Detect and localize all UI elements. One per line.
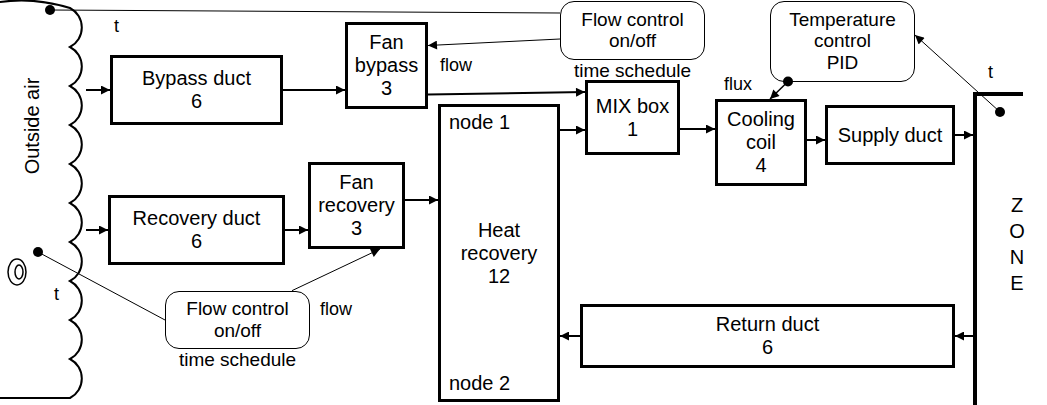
controller-box: Flow control on/offtime schedule xyxy=(560,1,705,60)
cloud-swirl xyxy=(15,265,23,279)
schedule-label: time schedule xyxy=(179,349,296,371)
flow-connector xyxy=(405,199,438,201)
sensor-dot xyxy=(995,107,1005,117)
component-name: Return duct xyxy=(716,313,819,336)
signal-label: t xyxy=(112,16,121,37)
component-name: Recovery duct xyxy=(133,207,261,230)
flow-connector xyxy=(283,89,345,91)
flow-connector xyxy=(285,229,308,231)
mix-box: MIX box1 xyxy=(585,80,680,155)
cloud-outline xyxy=(0,0,88,402)
component-name: MIX box xyxy=(596,95,669,118)
duct-box: Bypass duct6 xyxy=(110,55,283,125)
flow-connector xyxy=(955,134,973,136)
flow-connector xyxy=(807,139,825,141)
fan-box: Fan recovery3 xyxy=(308,162,405,249)
controller-box: Flow control on/offtime schedule xyxy=(165,291,310,350)
outside-air-cloud: Outside air xyxy=(0,0,88,402)
cloud-swirl xyxy=(8,259,26,285)
duct-box: Return duct6 xyxy=(580,304,955,368)
port-label: node 2 xyxy=(449,372,510,395)
port-label: node 1 xyxy=(449,111,510,134)
flow-connector xyxy=(428,92,585,95)
component-name: Cooling coil xyxy=(722,108,800,154)
duct-box: Supply duct xyxy=(825,105,955,165)
flow-connector xyxy=(915,35,1000,112)
cloud-path xyxy=(0,0,82,398)
zone-wall: ZONE xyxy=(973,92,1023,405)
flow-connector xyxy=(86,229,108,231)
source-label: Outside air xyxy=(21,78,44,175)
heat-recovery-box: node 1 Heat recovery12 node 2 xyxy=(438,104,560,402)
coil-box: Cooling coil4 xyxy=(715,99,807,186)
component-name: Supply duct xyxy=(838,124,943,147)
flow-connector xyxy=(428,39,560,46)
flow-connector xyxy=(955,335,973,337)
flow-connector xyxy=(292,249,380,291)
component-name: Fan recovery xyxy=(315,171,398,217)
component-count: 4 xyxy=(755,154,766,177)
signal-label: flux xyxy=(722,74,754,95)
fan-box: Fan bypass3 xyxy=(345,22,428,109)
schedule-label: time schedule xyxy=(574,60,691,82)
component-count: 1 xyxy=(627,118,638,141)
flow-connector xyxy=(560,335,580,337)
signal-label: flow xyxy=(438,55,474,76)
sensor-dot xyxy=(33,247,43,257)
signal-label: flow xyxy=(318,299,354,320)
zone-label: ZONE xyxy=(1007,192,1027,296)
component-name: Fan bypass xyxy=(352,31,421,77)
duct-box: Recovery duct6 xyxy=(108,195,285,265)
flow-connector xyxy=(86,89,110,91)
signal-label: t xyxy=(52,284,61,305)
component-count: 6 xyxy=(191,230,202,253)
flow-connector xyxy=(680,128,715,130)
sensor-dot xyxy=(45,5,55,15)
component-count: 6 xyxy=(762,336,773,359)
component-count: 3 xyxy=(351,217,362,240)
controller-name: Flow control on/off xyxy=(565,9,700,53)
component-name: Heat recovery xyxy=(445,219,553,265)
controller-name: Flow control on/off xyxy=(170,298,305,342)
component-count: 12 xyxy=(488,265,510,288)
flow-connector xyxy=(560,129,585,131)
component-count: 6 xyxy=(191,90,202,113)
controller-type: PID xyxy=(827,52,859,74)
signal-label: t xyxy=(986,62,995,83)
component-name: Bypass duct xyxy=(142,67,251,90)
controller-name: Temperature control xyxy=(775,9,910,53)
controller-box: Temperature controlPID xyxy=(770,1,915,82)
flow-connector xyxy=(770,82,788,99)
component-count: 3 xyxy=(381,77,392,100)
flow-connector xyxy=(50,10,560,13)
